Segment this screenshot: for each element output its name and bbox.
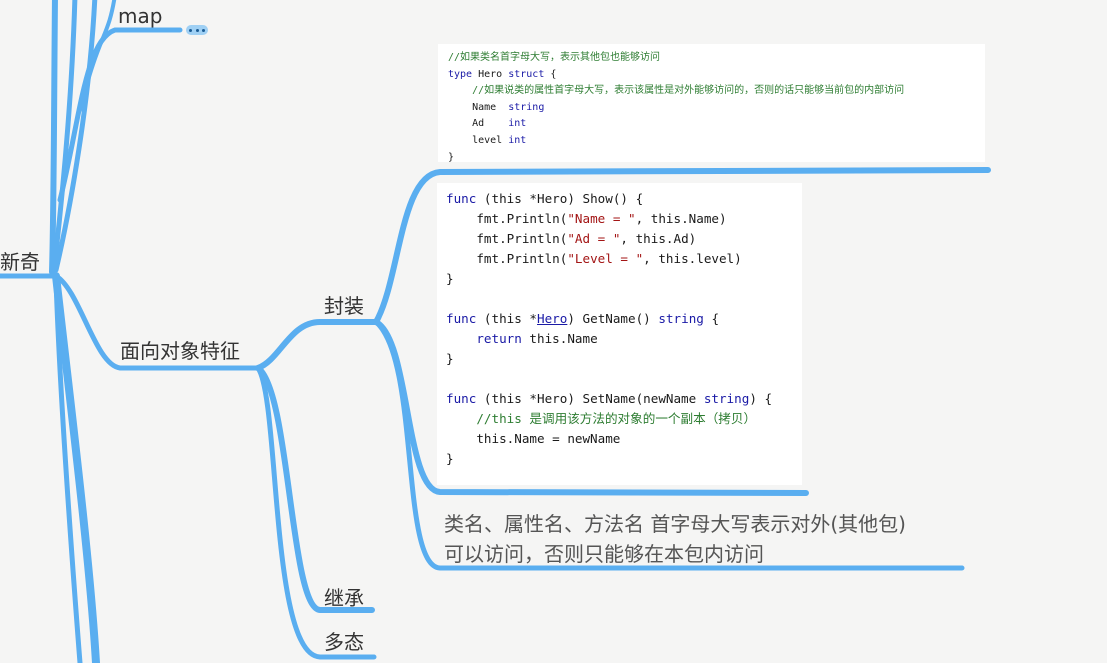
code-comment: //this 是调用该方法的对象的一个副本（拷贝） <box>446 411 757 426</box>
trunk-line <box>53 0 98 273</box>
code-comment: //如果说类的属性首字母大写，表示该属性是对外能够访问的，否则的话只能够当前包的… <box>448 85 905 97</box>
node-note[interactable]: 类名、属性名、方法名 首字母大写表示对外(其他包) 可以访问，否则只能够在本包内… <box>444 512 906 566</box>
edge-struct <box>373 167 991 325</box>
edge-fengzhuang <box>255 319 379 371</box>
edge-oop <box>53 273 261 371</box>
node-duotai[interactable]: 多态 <box>324 630 364 654</box>
node-oop[interactable]: 面向对象特征 <box>120 339 240 363</box>
node-jicheng[interactable]: 继承 <box>324 586 364 610</box>
node-fengzhuang[interactable]: 封装 <box>324 294 364 318</box>
code-comment: //如果类名首字母大写，表示其他包也能够访问 <box>448 52 661 63</box>
edge-map <box>57 27 183 203</box>
trunk-down <box>53 277 83 663</box>
methods-code-card: func (this *Hero) Show() { fmt.Println("… <box>437 183 802 485</box>
edge-note <box>373 319 965 571</box>
struct-code-card: //如果类名首字母大写，表示其他包也能够访问 type Hero struct … <box>438 44 985 163</box>
trunk-down <box>52 272 100 663</box>
node-xinqi[interactable]: 新奇 <box>0 250 40 274</box>
trunk-line <box>51 0 78 273</box>
trunk-line <box>49 0 58 275</box>
edge-jicheng <box>255 365 375 613</box>
node-map[interactable]: map <box>118 4 163 28</box>
edge-duotai <box>255 365 377 660</box>
more-dots-icon[interactable] <box>186 25 208 35</box>
